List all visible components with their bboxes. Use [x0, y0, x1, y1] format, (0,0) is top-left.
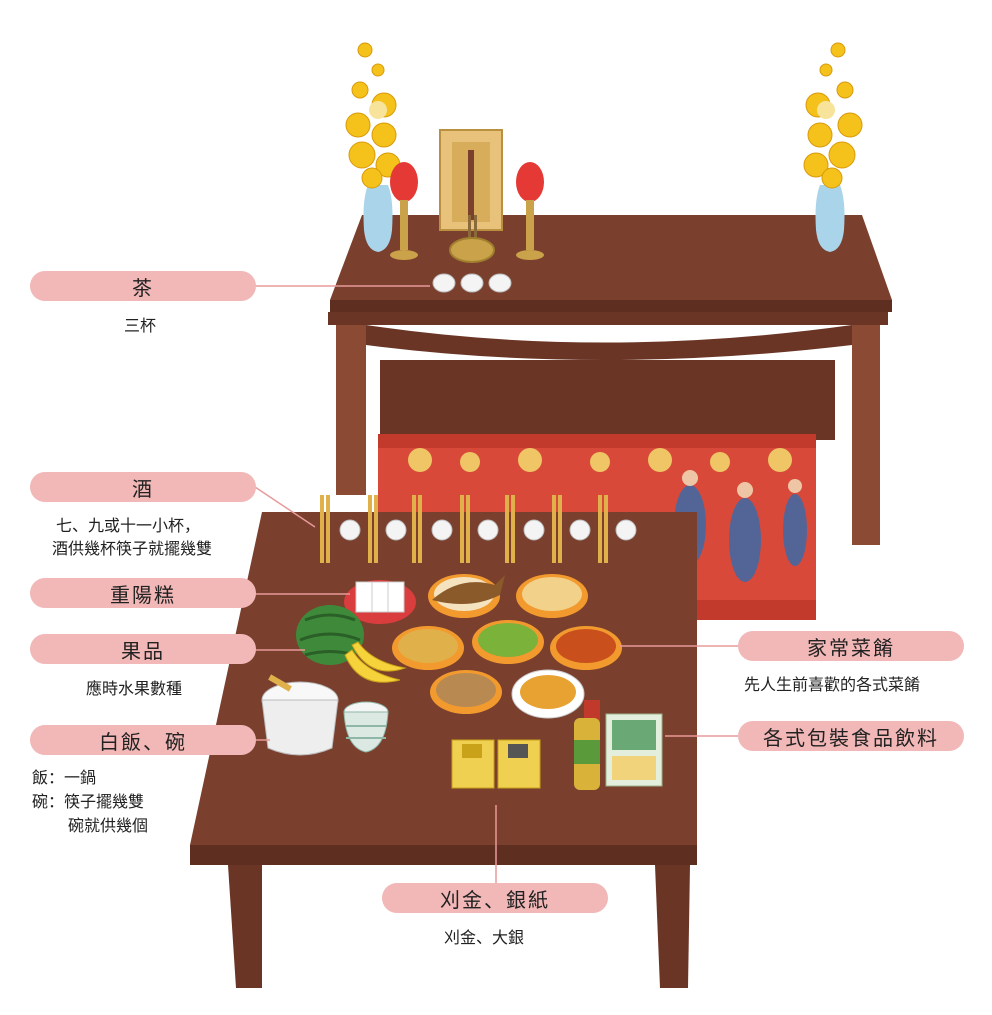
leader-lines: [254, 285, 738, 885]
watermelon-icon: [296, 605, 364, 665]
chopsticks-icon: [320, 495, 608, 563]
rice-desc-line3: 碗就供幾個: [68, 816, 149, 835]
tea-desc: 三杯: [124, 316, 157, 335]
drink-bottle-icon: [574, 700, 600, 790]
bowl-stack-icon: [343, 701, 389, 753]
candle-icon: [390, 162, 544, 260]
cake-box-icon: [344, 580, 416, 624]
paper-desc: 刈金、大銀: [444, 928, 525, 947]
rice-label: 白飯、碗: [30, 725, 256, 755]
rice-pot-icon: [261, 674, 339, 756]
fruit-desc: 應時水果數種: [86, 679, 183, 698]
tea-label: 茶: [30, 271, 256, 301]
fruit-label: 果品: [30, 634, 256, 664]
incense-burner-icon: [449, 215, 495, 263]
dishes-desc: 先人生前喜歡的各式菜餚: [744, 675, 921, 694]
joss-paper-icon: [451, 739, 541, 789]
snack-package-icon: [605, 713, 663, 787]
rice-desc-line2: 碗：筷子擺幾雙: [32, 792, 145, 811]
dishes-label: 家常菜餚: [738, 631, 964, 661]
wine-desc-line2: 酒供幾杯筷子就擺幾雙: [52, 539, 213, 558]
fish-dish-icon: [428, 574, 505, 618]
flower-vase-icon: [345, 42, 863, 252]
wine-cup-icon: [339, 519, 637, 541]
tea-cup-icon: [432, 273, 512, 293]
dish-plate-icon: [392, 574, 622, 719]
ancestral-tablet-icon: [439, 129, 503, 231]
rice-desc-line1: 飯：一鍋: [32, 768, 97, 787]
banana-icon: [344, 641, 407, 683]
paper-label: 刈金、銀紙: [382, 883, 608, 913]
wine-desc-line1: 七、九或十一小杯，: [56, 516, 201, 535]
wine-label: 酒: [30, 472, 256, 502]
cake-label: 重陽糕: [30, 578, 256, 608]
packaged-label: 各式包裝食品飲料: [738, 721, 964, 751]
